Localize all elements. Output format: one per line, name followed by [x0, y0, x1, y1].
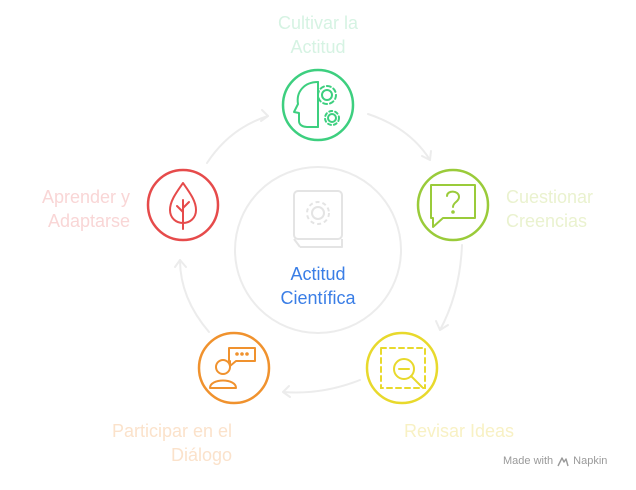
watermark-text: Made with: [503, 455, 554, 467]
step-5-label-line2: Adaptarse: [47, 211, 130, 231]
arrow-5-to-1: [206, 115, 269, 164]
step-1-label: Cultivar la Actitud: [255, 11, 381, 59]
head-gear-icon: [293, 81, 340, 128]
arrow-2-to-3: [439, 244, 463, 331]
step-1-label-line2: Actitud: [290, 37, 346, 57]
center-title-line2: Científica: [280, 288, 356, 308]
arrow-3-to-4: [282, 379, 361, 394]
arrow-1-to-2: [367, 113, 431, 161]
step-4-label-line1: Participar en el: [111, 421, 232, 441]
tree-icon: [169, 182, 197, 230]
speaking-person-icon: [209, 347, 256, 389]
step-4-circle: [197, 331, 271, 405]
step-3-label: Revisar Ideas: [404, 419, 514, 443]
center-title-line1: Actitud: [290, 264, 346, 284]
watermark-brand: Napkin: [573, 455, 608, 467]
question-bubble-icon: [430, 184, 476, 228]
step-5-label: Aprender y Adaptarse: [10, 185, 130, 233]
step-2-label: Cuestionar Creencias: [506, 185, 593, 233]
center-title: Actitud Científica: [258, 262, 378, 310]
step-2-label-line2: Creencias: [506, 211, 588, 231]
step-5-label-line1: Aprender y: [41, 187, 130, 207]
napkin-watermark: Made with Napkin: [503, 455, 607, 467]
step-4-label: Participar en el Diálogo: [60, 419, 232, 467]
step-4-label-line2: Diálogo: [170, 445, 232, 465]
magnify-icon: [380, 347, 426, 389]
step-2-label-line1: Cuestionar: [506, 187, 594, 207]
cycle-arrows: [174, 109, 463, 398]
step-3-label-line1: Revisar Ideas: [404, 421, 515, 441]
napkin-logo-icon: [557, 456, 569, 466]
center-circle: [234, 166, 402, 334]
book-gear-icon: [293, 190, 343, 248]
step-1-label-line1: Cultivar la: [277, 13, 359, 33]
arrow-4-to-5: [179, 259, 210, 333]
